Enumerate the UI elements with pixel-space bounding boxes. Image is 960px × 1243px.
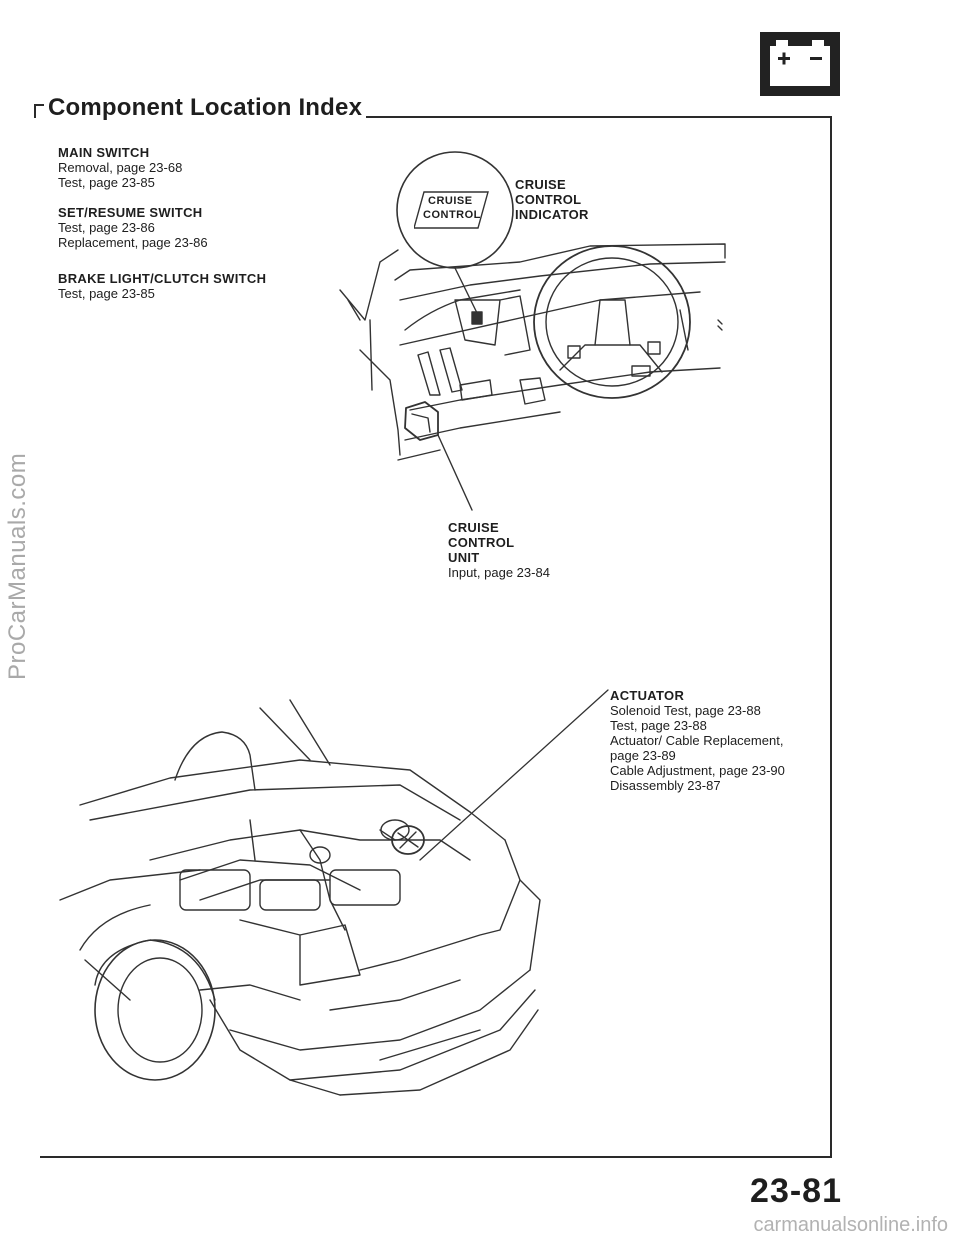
frame-top-left <box>34 104 48 106</box>
actuator-line: Test, page 23-88 <box>610 718 707 733</box>
side-watermark: ProCarManuals.com <box>4 452 31 680</box>
indicator-block: CRUISE CONTROL INDICATOR <box>515 177 589 222</box>
actuator-line: Solenoid Test, page 23-88 <box>610 703 761 718</box>
set-resume-switch-line: Test, page 23-86 <box>58 220 155 235</box>
brake-switch-block: BRAKE LIGHT/CLUTCH SWITCH Test, page 23-… <box>58 271 266 301</box>
page-title: Component Location Index <box>44 94 367 122</box>
indicator-heading: CRUISE <box>515 177 566 192</box>
actuator-block: ACTUATOR Solenoid Test, page 23-88 Test,… <box>610 688 785 793</box>
main-switch-line: Removal, page 23-68 <box>58 160 183 175</box>
control-unit-line: Input, page 23-84 <box>448 565 550 580</box>
indicator-heading: CONTROL <box>515 192 582 207</box>
set-resume-switch-block: SET/RESUME SWITCH Test, page 23-86 Repla… <box>58 205 208 250</box>
actuator-line: Cable Adjustment, page 23-90 <box>610 763 785 778</box>
main-switch-heading: MAIN SWITCH <box>58 145 150 160</box>
control-unit-heading: CRUISE <box>448 520 499 535</box>
brake-switch-line: Test, page 23-85 <box>58 286 155 301</box>
main-switch-line: Test, page 23-85 <box>58 175 155 190</box>
frame-right <box>830 116 832 1156</box>
battery-icon <box>760 32 840 96</box>
cruise-control-indicator-icon: CRUISE CONTROL <box>414 190 490 230</box>
control-unit-block: CRUISE CONTROL UNIT Input, page 23-84 <box>448 520 550 580</box>
actuator-line: page 23-89 <box>610 748 676 763</box>
main-switch-block: MAIN SWITCH Removal, page 23-68 Test, pa… <box>58 145 182 190</box>
page-number: 23-81 <box>750 1172 842 1210</box>
actuator-heading: ACTUATOR <box>610 688 685 703</box>
badge-line: CONTROL <box>423 209 481 221</box>
frame-top <box>320 116 832 118</box>
brake-switch-heading: BRAKE LIGHT/CLUTCH SWITCH <box>58 271 267 286</box>
frame-bottom <box>40 1156 832 1158</box>
indicator-heading: INDICATOR <box>515 207 589 222</box>
actuator-line: Actuator/ Cable Replacement, <box>610 733 784 748</box>
bottom-watermark: carmanualsonline.info <box>753 1214 948 1236</box>
frame-left <box>34 104 36 118</box>
badge-line: CRUISE <box>428 195 473 207</box>
actuator-line: Disassembly 23-87 <box>610 778 721 793</box>
set-resume-switch-heading: SET/RESUME SWITCH <box>58 205 203 220</box>
set-resume-switch-line: Replacement, page 23-86 <box>58 235 208 250</box>
control-unit-heading: UNIT <box>448 550 480 565</box>
control-unit-heading: CONTROL <box>448 535 515 550</box>
